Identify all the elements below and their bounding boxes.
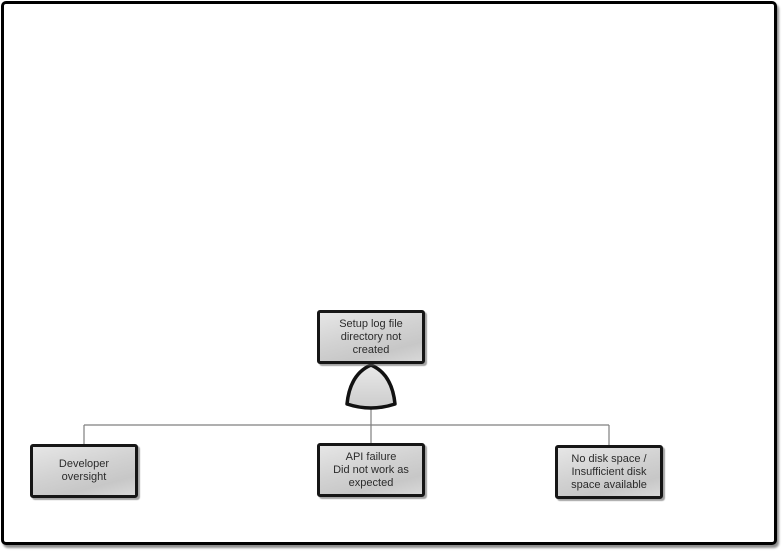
fault-tree-diagram: Setup log file directory not created Dev…	[4, 4, 774, 542]
connector-lines	[83, 402, 610, 446]
diagram-frame: Setup log file directory not created Dev…	[1, 1, 777, 545]
or-gate-icon	[345, 363, 397, 410]
basic-event-node-developer-oversight: Developer oversight	[30, 444, 138, 498]
basic-event-node-no-disk-space: No disk space / Insufficient disk space …	[555, 445, 663, 499]
connector-layer	[83, 363, 610, 446]
basic-event-node-api-failure: API failure Did not work as expected	[317, 443, 425, 497]
top-event-node: Setup log file directory not created	[317, 310, 425, 364]
